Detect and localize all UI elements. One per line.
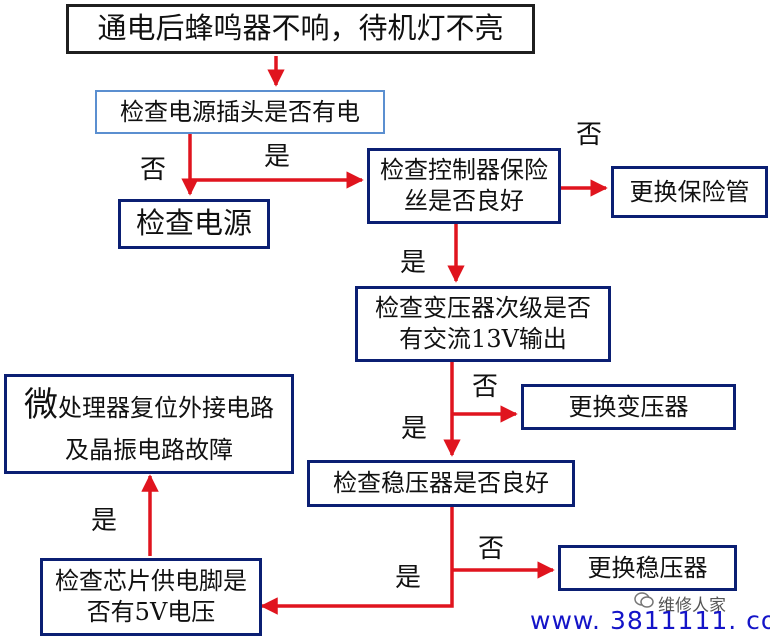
node-start: 通电后蜂鸣器不响，待机灯不亮 — [66, 4, 535, 54]
node-check-regulator: 检查稳压器是否良好 — [307, 460, 575, 507]
label-no-transformer: 否 — [472, 372, 499, 402]
label-yes-regulator: 是 — [395, 563, 422, 593]
label-no-plug: 否 — [140, 155, 167, 185]
arrow-regulator-yes — [260, 507, 454, 615]
label-yes-plug: 是 — [264, 142, 291, 172]
node-replace-transformer: 更换变压器 — [521, 384, 736, 430]
label-yes-fuse: 是 — [400, 248, 427, 278]
node-replace-regulator: 更换稳压器 — [558, 545, 737, 591]
label-no-fuse: 否 — [576, 120, 603, 150]
node-replace-fuse: 更换保险管 — [611, 166, 768, 218]
mcu-first-char: 微 — [24, 385, 58, 426]
node-check-plug: 检查电源插头是否有电 — [95, 90, 385, 134]
label-no-regulator: 否 — [478, 534, 505, 564]
node-check-power: 检查电源 — [118, 199, 270, 249]
node-mcu-fault: 微处理器复位外接电路及晶振电路故障 — [4, 374, 294, 474]
watermark-name: 维修人家 — [658, 596, 726, 616]
chat-bubble-icon — [634, 592, 654, 608]
node-check-chip: 检查芯片供电脚是否有5V电压 — [40, 558, 262, 636]
mcu-text: 处理器复位外接电路及晶振电路故障 — [58, 394, 274, 464]
label-yes-chip: 是 — [91, 506, 118, 536]
node-check-transformer: 检查变压器次级是否有交流13V输出 — [355, 286, 611, 362]
label-yes-transformer: 是 — [401, 414, 428, 444]
node-check-fuse: 检查控制器保险丝是否良好 — [367, 148, 561, 224]
watermark-url: www. 3811111. com — [530, 606, 770, 635]
